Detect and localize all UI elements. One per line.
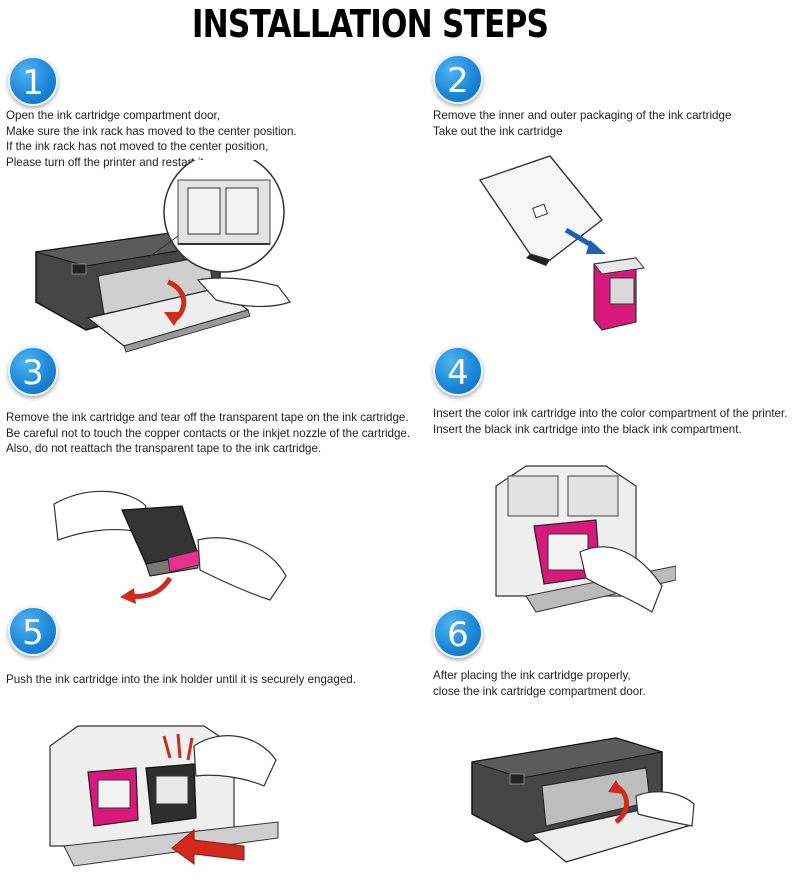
insert-cartridge-illustration: [495, 465, 676, 613]
instruction-line: Remove the ink cartridge and tear off th…: [6, 411, 409, 424]
arrow-icon: [586, 240, 606, 254]
instruction-line: Insert the black ink cartridge into the …: [433, 422, 742, 436]
push-cartridge-illustration: [49, 725, 279, 867]
instruction-line: If the ink rack has not moved to the cen…: [6, 140, 269, 153]
instruction-line: Make sure the ink rack has moved to the …: [6, 124, 297, 138]
step-number-badge: 4: [433, 346, 483, 396]
control-panel-icon: [71, 263, 87, 275]
instruction-line: Remove the inner and outer packaging of …: [433, 109, 732, 122]
page-title: INSTALLATION STEPS: [191, 2, 549, 46]
step-number-badge: 6: [433, 608, 483, 658]
arrow-icon: [164, 312, 182, 326]
step-number-badge: 5: [8, 606, 58, 656]
step-number-badge: 1: [8, 56, 58, 106]
peel-tape-illustration: [53, 490, 287, 604]
step-instructions: Insert the color ink cartridge into the …: [433, 406, 787, 437]
arrow-icon: [608, 780, 624, 794]
printer-open-illustration: [35, 160, 291, 353]
arrow-icon: [120, 588, 136, 604]
step-instructions: Push the ink cartridge into the ink hold…: [6, 672, 356, 688]
step-number-badge: 2: [433, 54, 483, 104]
instruction-line: Please turn off the printer and restart …: [6, 155, 207, 169]
control-panel-icon: [509, 773, 525, 785]
instruction-line: Also, do not reattach the transparent ta…: [6, 442, 322, 455]
instruction-line: Take out the ink cartridge: [433, 124, 563, 138]
close-door-illustration: [471, 737, 695, 863]
instruction-line: After placing the ink cartridge properly…: [433, 669, 631, 682]
step-instructions: After placing the ink cartridge properly…: [433, 668, 646, 699]
instruction-line: Open the ink cartridge compartment door,: [6, 109, 220, 122]
instruction-line: Be careful not to touch the copper conta…: [6, 426, 411, 440]
step-instructions: Open the ink cartridge compartment door,…: [6, 108, 297, 170]
instruction-line: Insert the color ink cartridge into the …: [433, 407, 788, 420]
instruction-line: close the ink cartridge compartment door…: [433, 684, 646, 698]
arrow-icon: [171, 828, 245, 865]
step-number-badge: 3: [8, 346, 58, 396]
cartridge-package-illustration: [478, 155, 645, 331]
step-instructions: Remove the inner and outer packaging of …: [433, 108, 731, 139]
step-instructions: Remove the ink cartridge and tear off th…: [6, 410, 410, 457]
instruction-line: Push the ink cartridge into the ink hold…: [6, 673, 356, 686]
